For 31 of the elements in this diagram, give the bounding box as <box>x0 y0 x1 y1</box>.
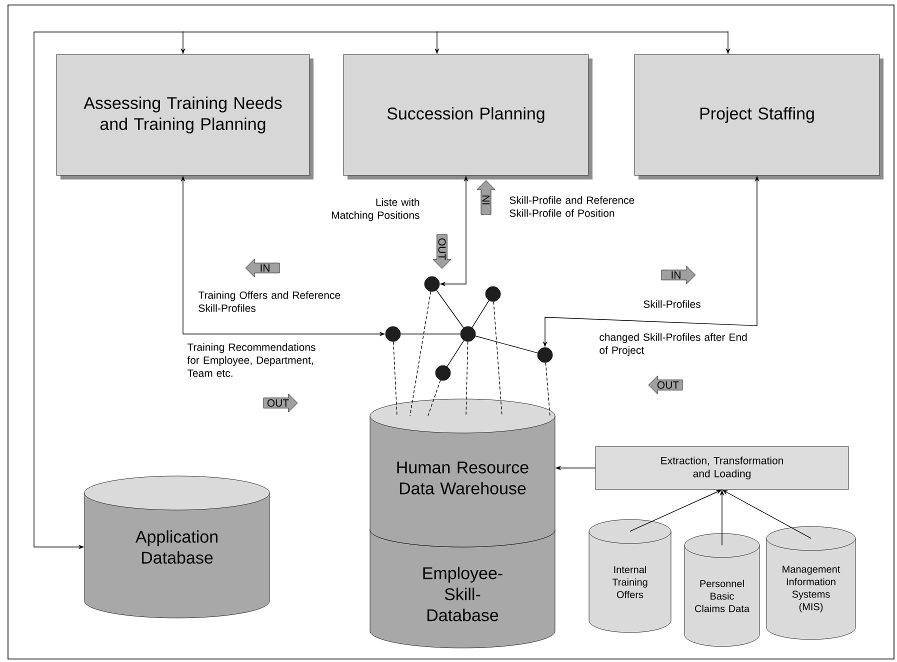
network-node <box>385 326 401 342</box>
dashed-line <box>410 291 432 416</box>
connector-line <box>472 300 490 328</box>
annotation-text: Skill-Profiles <box>644 300 700 308</box>
annotation-text: Training Offers and Reference Skill-Profiles <box>198 291 340 312</box>
process-box: Extraction, Transformation and Loading <box>595 446 849 490</box>
network-node <box>435 365 451 381</box>
database-cylinder: Internal Training Offers <box>588 519 672 633</box>
dashed-line <box>466 341 468 416</box>
network-node <box>485 286 501 302</box>
process-box: Project Staffing <box>634 54 884 180</box>
connector-line <box>446 340 464 367</box>
dashed-line <box>493 301 502 416</box>
database-cylinder: Personnel Basic Claims Data <box>684 533 760 647</box>
connector-line <box>436 290 464 328</box>
network-node <box>424 276 440 292</box>
dashed-line <box>393 341 398 416</box>
annotation-text: changed Skill-Profiles after End of Project <box>600 333 747 356</box>
annotation-text: Training Recommendations for Employee, Department, Team etc. <box>187 343 316 377</box>
database-cylinder: Application Database <box>84 476 270 618</box>
process-box: Assessing Training Needs and Training Planning <box>56 54 314 180</box>
dashed-line <box>428 380 441 416</box>
process-box: Succession Planning <box>343 54 592 180</box>
connector-line <box>475 336 538 354</box>
database-cylinder: Management Information Systems (MIS) <box>766 526 856 640</box>
database-cylinder: Human Resource Data Warehouse <box>370 398 556 548</box>
annotation-text: Skill-Profile and Reference Skill-Profile of Position <box>510 196 634 217</box>
annotation-text: Liste with Matching Positions <box>332 198 420 221</box>
network-node <box>537 347 553 363</box>
dashed-line <box>545 362 550 416</box>
network-node <box>460 326 476 342</box>
